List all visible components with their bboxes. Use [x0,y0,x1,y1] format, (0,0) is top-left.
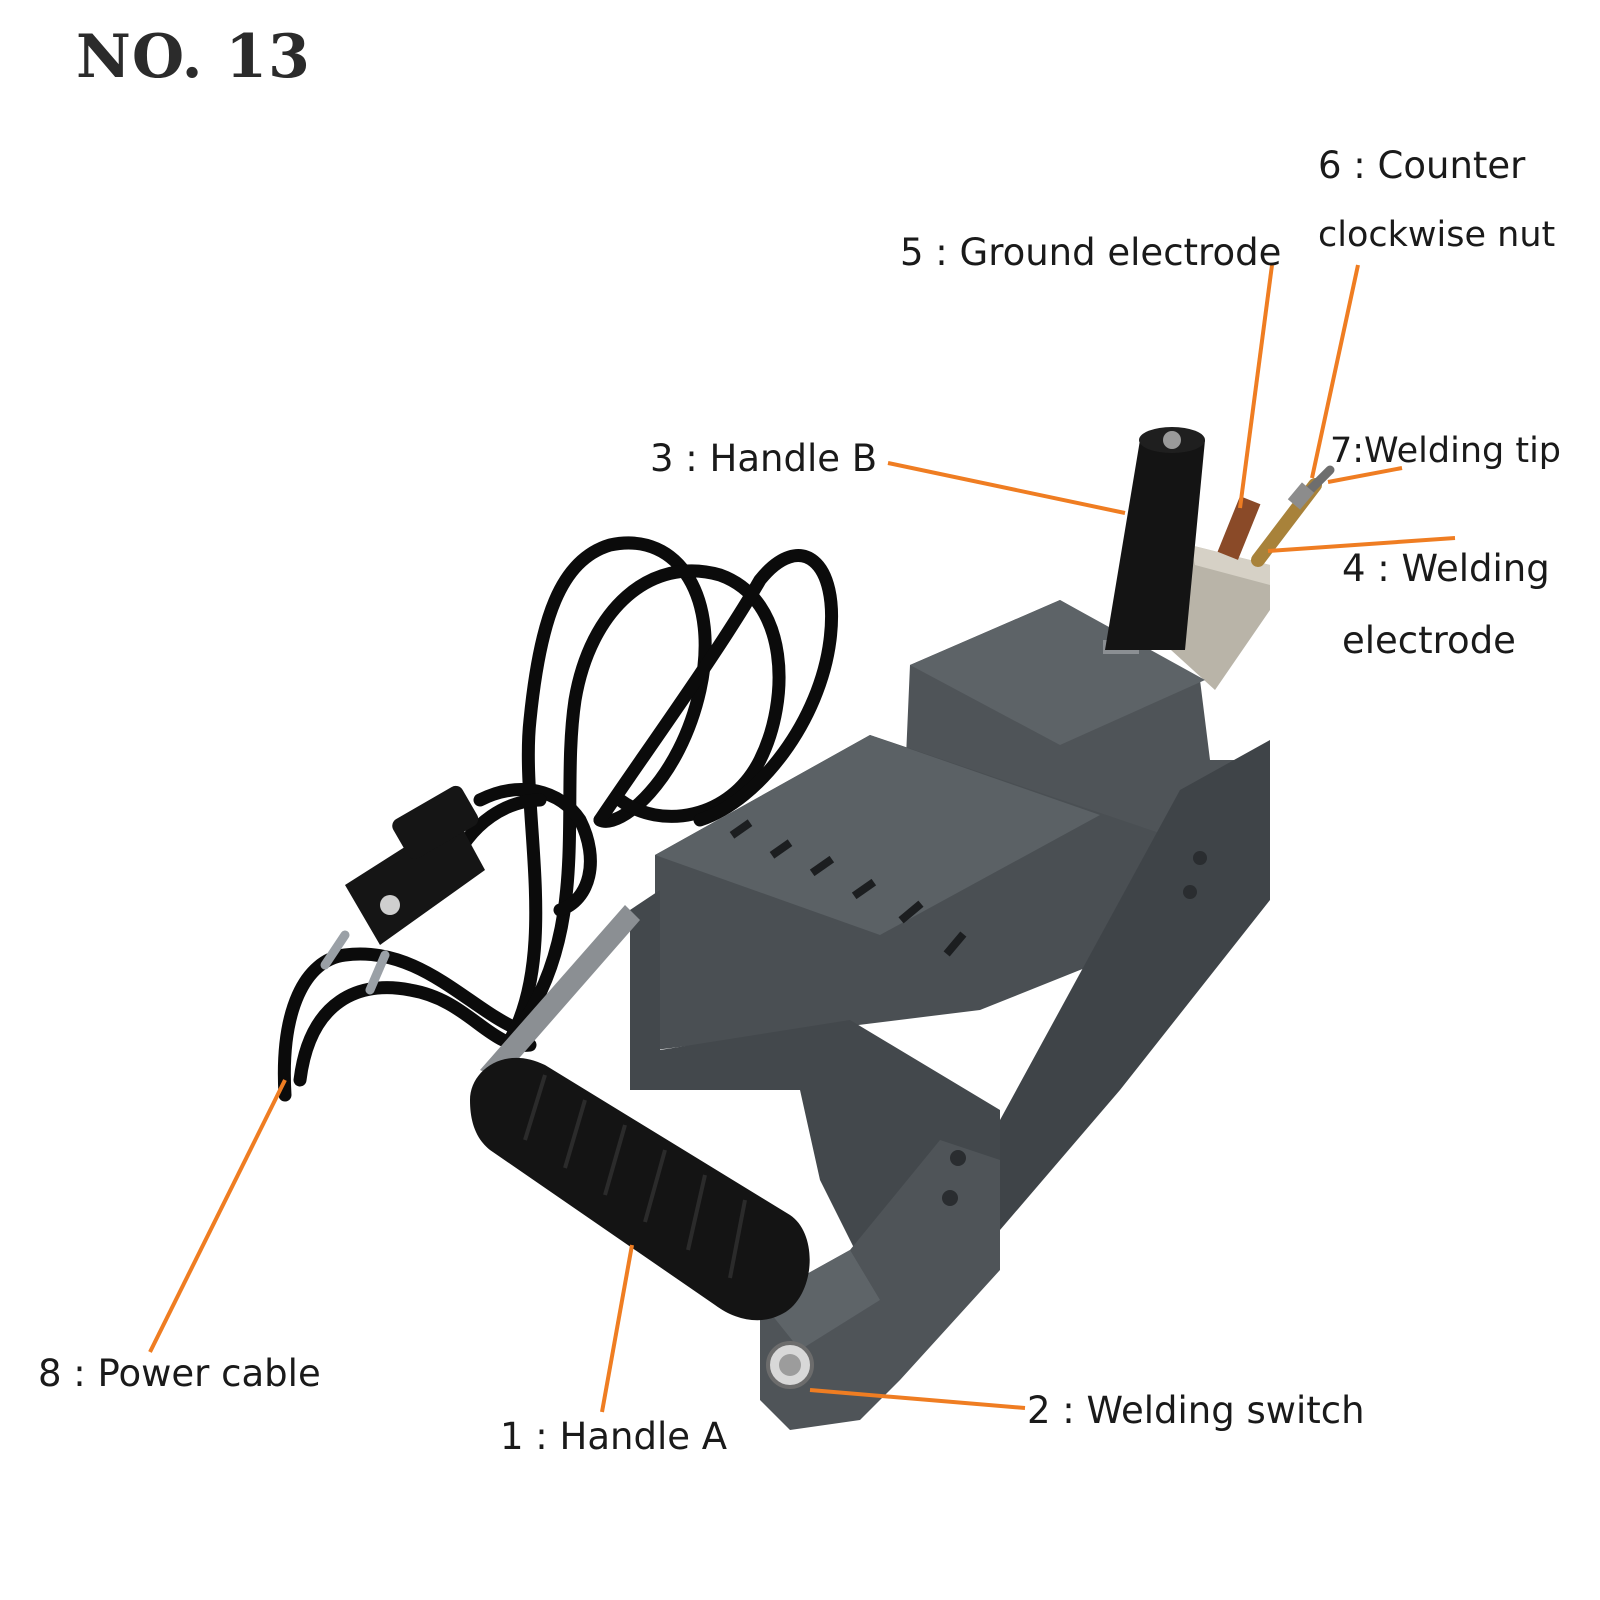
label-ground-electrode: 5 : Ground electrode [900,231,1282,274]
leader-lines [148,264,1456,1413]
welding-switch [766,1341,814,1389]
ground-electrode [1217,496,1261,560]
handle-b [1103,427,1205,654]
label-welding-tip: 7:Welding tip [1330,431,1562,471]
handle-a-grip [470,1057,810,1321]
leader-power-cable [148,1079,287,1353]
leader-ground-electrode [1238,264,1274,509]
power-plug [320,785,485,995]
handle-a-frame [480,905,640,1080]
power-cable [277,536,838,1102]
label-welding-electrode-line2: electrode [1342,619,1516,662]
label-handle-b: 3 : Handle B [650,437,878,480]
leader-welding-electrode [1267,536,1456,553]
leader-handle-b [887,461,1126,515]
welding-electrode [1251,465,1335,567]
leader-welding-tip [1327,466,1403,484]
label-handle-a: 1 : Handle A [500,1415,728,1458]
welder-body [630,600,1270,1430]
label-counter-nut-line1: 6 : Counter [1318,144,1526,187]
leader-counter-nut [1310,264,1360,479]
page-title: NO. 13 [76,22,311,92]
label-welding-electrode-line1: 4 : Welding [1342,547,1550,590]
label-welding-switch: 2 : Welding switch [1027,1389,1365,1432]
label-power-cable: 8 : Power cable [38,1352,321,1395]
leader-welding-switch [809,1388,1026,1410]
label-counter-nut-line2: clockwise nut [1318,215,1556,255]
leader-handle-a [600,1244,634,1413]
